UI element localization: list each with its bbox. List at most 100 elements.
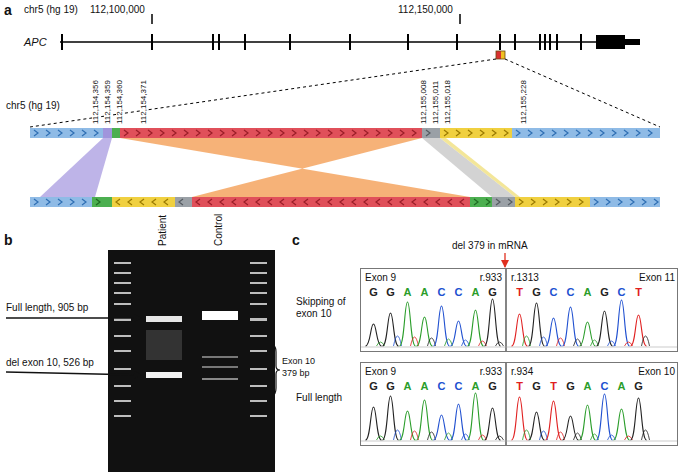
gene-name: APC	[24, 36, 47, 49]
direction-chevron	[58, 199, 62, 205]
trace-peak	[383, 396, 399, 440]
direction-chevron	[642, 199, 646, 205]
baseline	[361, 347, 677, 348]
direction-chevron	[486, 199, 490, 205]
gel-band	[202, 366, 238, 368]
zoom-line	[30, 59, 496, 127]
tick	[459, 14, 461, 24]
sequence-segment	[103, 128, 112, 138]
direction-chevron	[630, 199, 634, 205]
gel	[108, 250, 275, 472]
region-mark	[496, 51, 501, 59]
direction-chevron	[579, 199, 583, 205]
exon-label: r.934	[511, 366, 533, 378]
direction-chevron	[516, 130, 520, 136]
trace-noise	[445, 339, 453, 346]
trace-peak	[529, 412, 545, 440]
trace-peak	[631, 315, 647, 346]
trace-peak	[512, 397, 528, 440]
panel-letter: b	[4, 232, 13, 248]
gel-band	[146, 372, 182, 378]
junction-line	[505, 363, 506, 445]
trace-peak	[400, 302, 416, 346]
band-label: del exon 10, 526 bp	[6, 357, 94, 369]
gel-band	[146, 316, 182, 322]
trace-noise	[574, 339, 582, 346]
region-mark	[496, 51, 505, 59]
trace-peak	[485, 299, 501, 346]
trace-peak	[383, 313, 399, 346]
direction-chevron	[328, 130, 332, 136]
ladder	[114, 262, 267, 417]
trace-peak	[631, 398, 647, 440]
direction-chevron	[528, 130, 532, 136]
direction-chevron	[504, 130, 508, 136]
direction-chevron	[460, 199, 464, 205]
gel-smear	[146, 330, 182, 360]
direction-chevron	[468, 130, 472, 136]
link	[440, 138, 520, 197]
direction-chevron	[232, 130, 236, 136]
trace-peak	[597, 311, 613, 346]
direction-chevron	[94, 130, 98, 136]
breakpoint-coordinate: 112,154,360	[116, 79, 124, 125]
direction-chevron	[184, 130, 188, 136]
gel-band	[202, 378, 238, 380]
sequence-segment	[30, 197, 92, 207]
trace-noise	[540, 337, 548, 346]
direction-chevron	[444, 130, 448, 136]
trace-peak	[529, 303, 545, 346]
direction-chevron	[576, 130, 580, 136]
region-mark	[501, 51, 505, 59]
direction-chevron	[160, 130, 164, 136]
direction-chevron	[46, 130, 50, 136]
link	[40, 138, 112, 197]
direction-chevron	[364, 199, 368, 205]
trace-peak	[580, 322, 596, 346]
sequence-segment	[30, 128, 103, 138]
direction-chevron	[448, 199, 452, 205]
direction-chevron	[70, 130, 74, 136]
direction-chevron	[116, 199, 120, 205]
chromatogram-box: Exon 9r.933r.934Exon 10G G A A C C A GT …	[360, 362, 678, 446]
direction-chevron	[196, 130, 200, 136]
trace-peak	[434, 415, 450, 440]
direction-chevron	[654, 199, 658, 205]
assembly-label: chr5 (hg 19)	[24, 4, 78, 16]
direction-chevron	[34, 199, 38, 205]
lane-label: Control	[214, 213, 224, 247]
direction-chevron	[232, 199, 236, 205]
trace-peak	[563, 416, 579, 440]
direction-chevron	[376, 130, 380, 136]
direction-chevron	[316, 199, 320, 205]
direction-chevron	[220, 130, 224, 136]
direction-chevron	[244, 199, 248, 205]
assembly-label: chr5 (hg 19)	[6, 100, 60, 112]
exon-label: Exon 9	[365, 366, 396, 378]
trace-peak	[485, 408, 501, 440]
direction-chevron	[618, 199, 622, 205]
direction-chevron	[612, 130, 616, 136]
position-label: Exon 10	[638, 366, 675, 378]
direction-chevron	[594, 199, 598, 205]
direction-chevron	[244, 130, 248, 136]
direction-chevron	[352, 199, 356, 205]
breakpoint-coordinate: 112,154,359	[104, 79, 112, 125]
breakpoint-coordinate: 112,155,008	[420, 79, 428, 125]
band-arrow	[6, 317, 141, 318]
direction-chevron	[648, 130, 652, 136]
direction-chevron	[388, 130, 392, 136]
exon-label: r.1313	[511, 272, 539, 284]
direction-chevron	[328, 199, 332, 205]
direction-chevron	[268, 199, 272, 205]
junction-line	[505, 269, 506, 351]
trace-noise	[496, 436, 504, 440]
direction-chevron	[140, 199, 144, 205]
direction-chevron	[256, 199, 260, 205]
direction-chevron	[456, 130, 460, 136]
sequence-segment	[590, 197, 660, 207]
direction-chevron	[179, 199, 183, 205]
trace-noise	[642, 430, 650, 440]
band-arrow	[6, 372, 141, 375]
